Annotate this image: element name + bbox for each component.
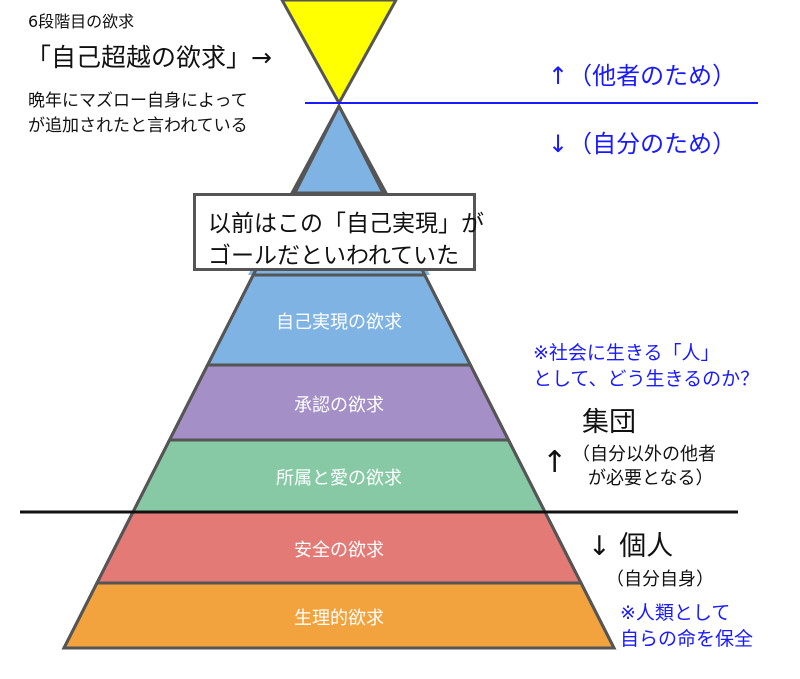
group-sub-1: （自分以外の他者 (572, 444, 716, 465)
pyramid-apex (289, 102, 389, 195)
pyramid-outline (61, 105, 617, 650)
title-small: 6段階目の欲求 (28, 12, 135, 31)
for-others-label: ↑（他者のため） (548, 62, 737, 90)
society-note-2: として、どう生きるのか？ (533, 368, 760, 390)
pyramid-level-label: 自己実現の欲求 (276, 312, 402, 333)
title-note-2: が追加されたと言われている (28, 116, 248, 136)
human-note-1: ※人類として (620, 602, 731, 624)
for-self-label: ↓（自分のため） (548, 130, 737, 158)
group-sub-2: が必要となる） (588, 468, 714, 489)
pyramid-level-label: 安全の欲求 (294, 539, 384, 561)
society-note-1: ※社会に生きる「人」 (533, 342, 720, 364)
group-title: 集団 (582, 407, 636, 438)
title-note-1: 晩年にマズロー自身によって (28, 91, 248, 111)
human-note-2: 自らの命を保全 (620, 628, 754, 650)
title-main: 「自己超越の欲求」→ (26, 43, 272, 72)
callout-box: 以前はこの「自己実現」が ゴールだといわれていた (193, 193, 484, 271)
pyramid-level-label: 承認の欲求 (294, 394, 384, 416)
individual-title: ↓ 個人 (588, 531, 674, 562)
pyramid-level-label: 所属と愛の欲求 (276, 468, 402, 489)
callout-line-2: ゴールだといわれていた (208, 243, 460, 269)
group-arrow: ↑ (542, 445, 568, 480)
transcendence-triangle (280, 0, 398, 107)
callout-line-1: 以前はこの「自己実現」が (208, 211, 484, 237)
pyramid-level-label: 生理的欲求 (294, 607, 384, 629)
individual-sub: （自分自身） (606, 569, 714, 590)
